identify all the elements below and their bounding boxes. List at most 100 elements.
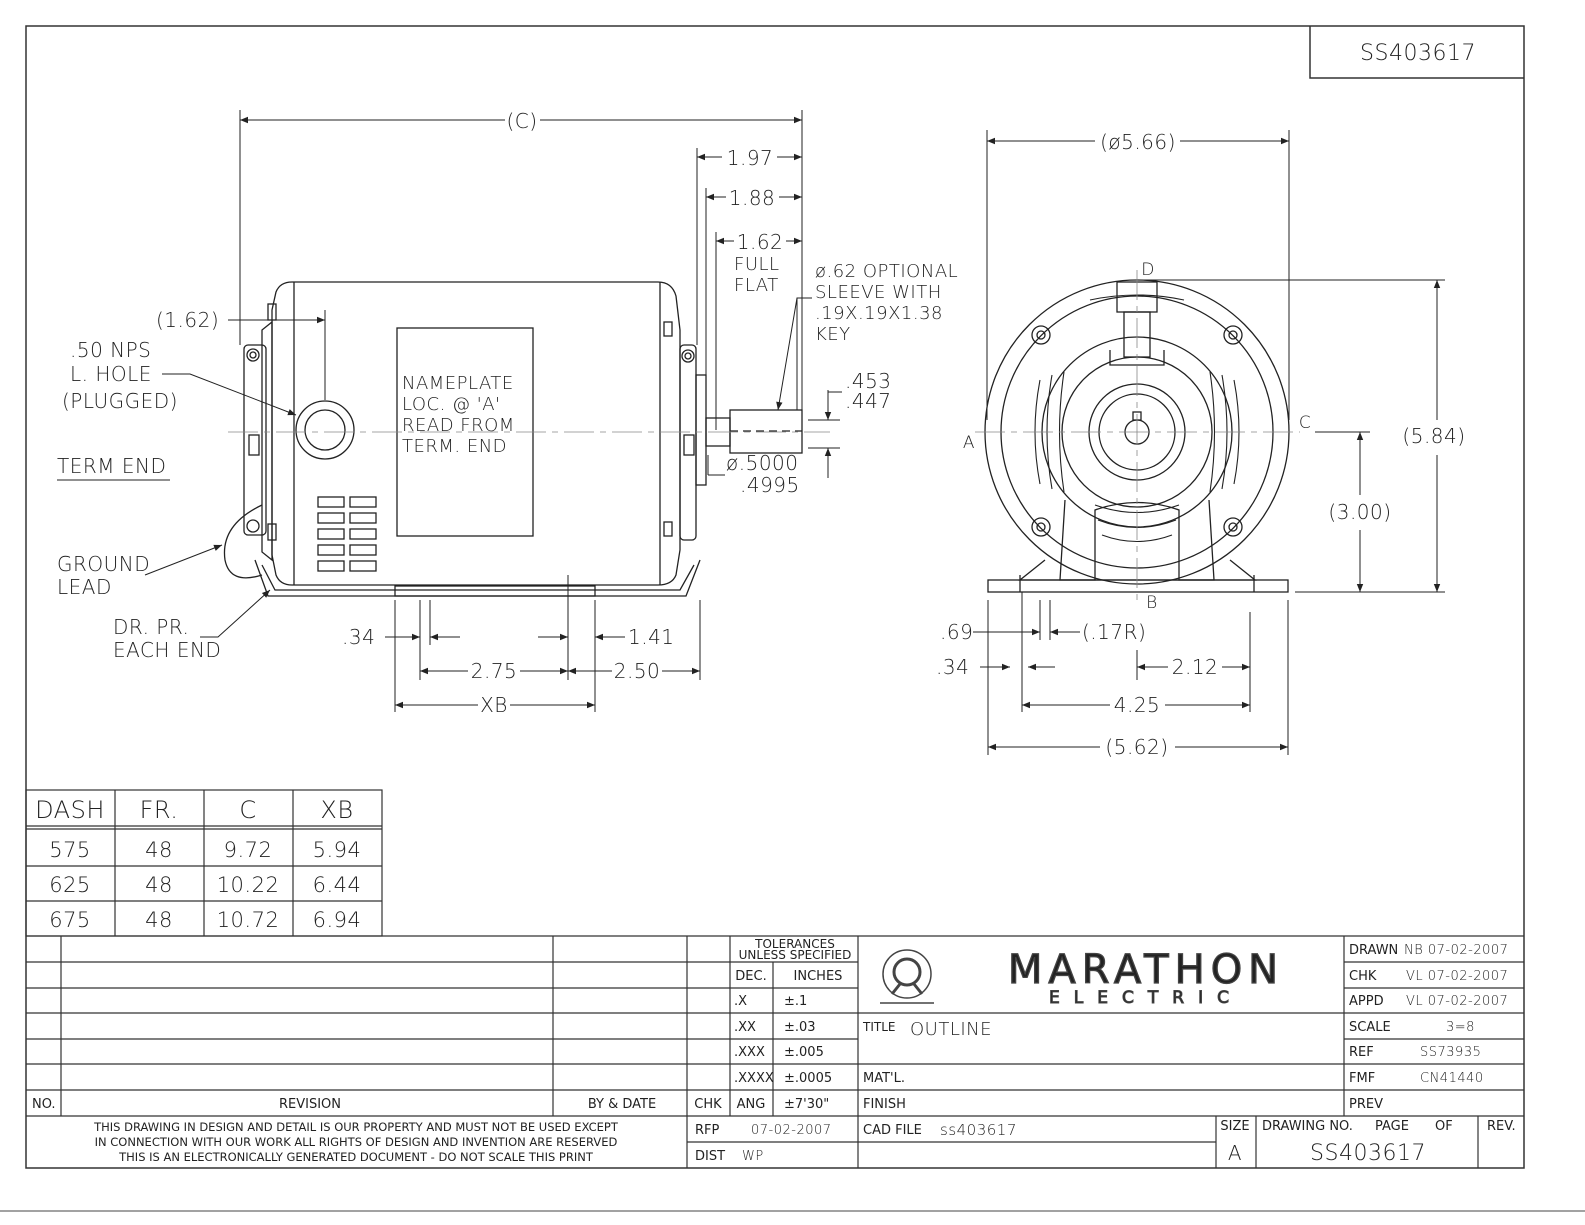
- sheet-border: [25, 25, 1525, 1169]
- title-value: OUTLINE: [910, 1019, 992, 1040]
- dim-453: .453: [845, 369, 892, 393]
- table-cell: 6.94: [313, 908, 362, 932]
- side-view: [223, 281, 803, 597]
- cad-file-value: ss403617: [940, 1121, 1017, 1139]
- left-bolt-top: [246, 348, 260, 362]
- dim-3-00: (3.00): [1328, 500, 1391, 524]
- conduit-hole: [295, 400, 355, 460]
- end-view-bolts: [1031, 325, 1243, 537]
- tol-dec: .XXX: [734, 1045, 765, 1060]
- dim-1-62-flat: 1.62: [737, 230, 784, 254]
- tol-value: ±.03: [784, 1020, 816, 1035]
- table-cell: 675: [49, 908, 91, 932]
- optional-sleeve-line-1: ø.62 OPTIONAL: [815, 261, 958, 282]
- tol-value: ±.0005: [784, 1071, 832, 1086]
- scale-label: SCALE: [1349, 1020, 1391, 1035]
- nameplate-line-2: LOC. @ 'A': [402, 394, 501, 415]
- dash-table: DASH FR. C XB 575 48 9.72 5.94 625 48 10…: [25, 789, 383, 937]
- full-flat-line-1: FULL: [734, 254, 780, 275]
- ground-lead-line-2: LEAD: [57, 575, 112, 599]
- dim-1-62-paren: (1.62): [156, 308, 219, 332]
- fmf-value: CN41440: [1420, 1071, 1484, 1086]
- brand-line-2: ELECTRIC: [1049, 988, 1243, 1008]
- tol-value: ±.1: [784, 994, 807, 1009]
- tol-dec: .XXXX: [734, 1071, 774, 1086]
- ang-value: ±7'30": [784, 1097, 829, 1112]
- dim-c-label: (C): [506, 109, 537, 133]
- dim-dia-5-66: (ø5.66): [1100, 130, 1176, 154]
- ground-lead-line-1: GROUND: [57, 552, 150, 576]
- end-view-base: [987, 579, 1289, 593]
- table-cell: 48: [145, 908, 173, 932]
- optional-sleeve-line-3: .19X.19X1.38: [815, 303, 943, 324]
- inches-label: INCHES: [794, 969, 843, 984]
- nameplate-line-4: TERM. END: [402, 436, 507, 457]
- dim-34-end: .34: [936, 655, 969, 679]
- by-date-label: BY & DATE: [588, 1097, 656, 1112]
- dim-17r: (.17R): [1082, 620, 1146, 644]
- dim-5-84: (5.84): [1402, 424, 1465, 448]
- label-d: D: [1141, 260, 1155, 280]
- drain-plug-line-1: DR. PR.: [113, 615, 189, 639]
- title-block: NO. REVISION BY & DATE CHK ANG ±7'30" TO…: [26, 935, 1524, 1168]
- appd-label: APPD: [1349, 994, 1384, 1009]
- tol-dec: .X: [734, 994, 747, 1009]
- tol-dec: .XX: [734, 1020, 756, 1035]
- dist-label: DIST: [695, 1149, 725, 1164]
- nps-hole-line-2: L. HOLE: [70, 362, 152, 386]
- dim-5-62: (5.62): [1105, 735, 1168, 759]
- dim-34-side: .34: [342, 625, 375, 649]
- disclaimer-line-2: IN CONNECTION WITH OUR WORK ALL RIGHTS O…: [95, 1135, 618, 1149]
- c-header: C: [239, 796, 256, 824]
- chk2-value: VL 07-02-2007: [1406, 969, 1508, 984]
- title-label: TITLE: [862, 1020, 895, 1034]
- drawing-no-value: SS403617: [1310, 1141, 1426, 1166]
- nameplate-line-1: NAMEPLATE: [402, 373, 514, 394]
- ref-value: SS73935: [1420, 1045, 1481, 1060]
- label-a: A: [963, 433, 975, 453]
- dim-2-50: 2.50: [614, 659, 661, 683]
- ang-label: ANG: [737, 1097, 766, 1112]
- shaft-dia-2: .4995: [740, 473, 800, 497]
- table-cell: 48: [145, 838, 173, 862]
- ground-lead-wire: [223, 504, 263, 579]
- label-c: C: [1299, 413, 1311, 433]
- base-foot: [394, 585, 596, 597]
- dim-1-97: 1.97: [727, 146, 774, 170]
- table-cell: 5.94: [313, 838, 362, 862]
- no-label: NO.: [32, 1097, 56, 1112]
- drawn-value: NB 07-02-2007: [1404, 943, 1508, 958]
- rev-label: REV.: [1487, 1119, 1516, 1134]
- of-label: OF: [1435, 1119, 1453, 1134]
- end-view-centerlines: [975, 270, 1300, 600]
- table-cell: 625: [49, 873, 91, 897]
- optional-sleeve-line-4: KEY: [815, 324, 851, 345]
- rfp-label: RFP: [695, 1123, 720, 1138]
- side-view-labels: (C) 1.97 1.88 1.62 FULL FLAT ø.62 OPTION…: [57, 109, 958, 717]
- scale-value: 3=8: [1446, 1020, 1475, 1035]
- dim-2-75: 2.75: [471, 659, 518, 683]
- table-cell: 6.44: [313, 873, 362, 897]
- table-cell: 9.72: [224, 838, 273, 862]
- term-end-label: TERM END: [57, 454, 166, 478]
- disclaimer-line-1: THIS DRAWING IN DESIGN AND DETAIL IS OUR…: [93, 1120, 619, 1134]
- dim-447: .447: [845, 389, 892, 413]
- table-cell: 48: [145, 873, 173, 897]
- top-drawing-number-box: SS403617: [1309, 26, 1524, 79]
- finish-label: FINISH: [863, 1097, 906, 1112]
- optional-sleeve-line-2: SLEEVE WITH: [815, 282, 942, 303]
- chk-label: CHK: [694, 1097, 722, 1112]
- dist-value: WP: [742, 1149, 764, 1164]
- label-b: B: [1146, 593, 1158, 613]
- table-cell: 575: [49, 838, 91, 862]
- tolerances-title-1: TOLERANCES: [754, 937, 835, 951]
- revision-label: REVISION: [279, 1097, 341, 1112]
- side-dimensions: [57, 110, 842, 712]
- cad-file-label: CAD FILE: [863, 1123, 922, 1138]
- dim-1-88: 1.88: [729, 186, 776, 210]
- fmf-label: FMF: [1349, 1071, 1375, 1086]
- xb-header: XB: [320, 796, 353, 824]
- brand-line-1: MARATHON: [1008, 947, 1284, 993]
- rfp-value: 07-02-2007: [751, 1123, 832, 1138]
